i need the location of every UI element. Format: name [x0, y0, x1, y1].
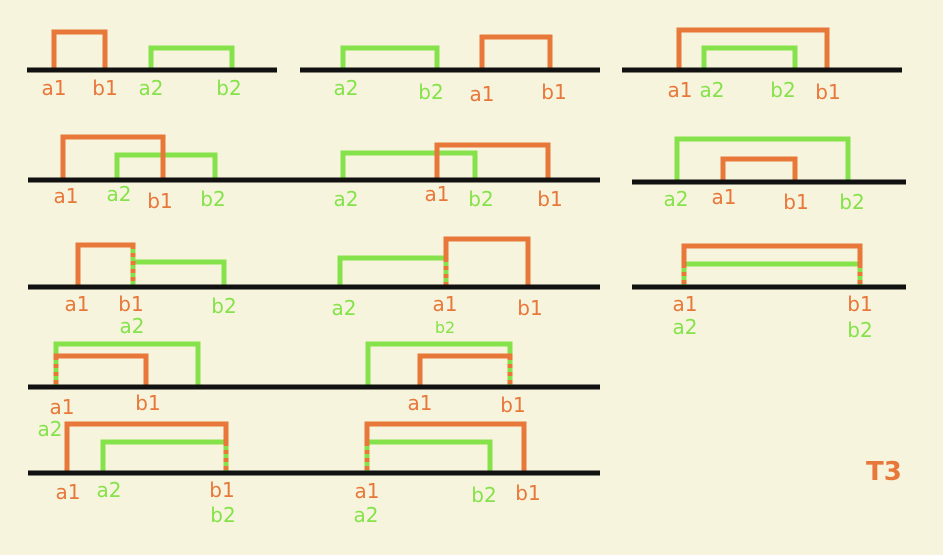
label-a1: a1 — [55, 480, 81, 504]
label-b2: b2 — [471, 483, 497, 507]
label-a1: a1 — [672, 292, 698, 316]
label-b1: b1 — [500, 393, 526, 417]
interval-a2-b2 — [365, 341, 513, 387]
interval-a2-b2 — [53, 341, 201, 387]
label-a2: a2 — [119, 314, 145, 338]
label-b2: b2 — [847, 318, 873, 342]
label-b1: b1 — [541, 80, 567, 104]
interval-a2-b2 — [148, 45, 235, 70]
label-b1: b1 — [209, 478, 235, 502]
figure-tag: T3 — [866, 457, 902, 487]
label-a1: a1 — [424, 182, 450, 206]
interval-a1-b1 — [417, 353, 513, 387]
interval-a1-b1 — [75, 242, 136, 287]
label-a1: a1 — [53, 184, 79, 208]
label-b2: b2 — [210, 503, 236, 527]
label-b1: b1 — [147, 189, 173, 213]
interval-a2-b2 — [681, 261, 863, 287]
label-b1: b1 — [135, 391, 161, 415]
interval-a1-b1 — [60, 134, 166, 180]
label-b2: b2 — [216, 76, 242, 100]
label-b2: b2 — [770, 78, 796, 102]
label-a2: a2 — [106, 182, 132, 206]
label-b2: b2 — [418, 80, 444, 104]
label-a1: a1 — [41, 76, 67, 100]
label-a2: a2 — [333, 76, 359, 100]
label-a1: a1 — [711, 185, 737, 209]
interval-a1-b1 — [720, 156, 798, 182]
label-b1: b1 — [517, 296, 543, 320]
interval-a2-b2 — [130, 259, 227, 287]
label-b1: b1 — [515, 481, 541, 505]
label-a1: a1 — [667, 78, 693, 102]
label-a2: a2 — [96, 478, 122, 502]
label-b2: b2 — [468, 187, 494, 211]
interval-a2-b2 — [340, 150, 478, 180]
label-a2: a2 — [672, 315, 698, 339]
label-b1: b1 — [537, 187, 563, 211]
label-a2: a2 — [699, 78, 725, 102]
label-a2: a2 — [333, 187, 359, 211]
label-a1: a1 — [432, 292, 458, 316]
interval-a2-b2 — [337, 255, 449, 287]
interval-a1-b1 — [51, 29, 108, 70]
label-a2: a2 — [138, 76, 164, 100]
label-b2: b2 — [434, 318, 456, 337]
interval-a1-b1 — [479, 34, 553, 70]
label-a2: a2 — [37, 417, 63, 441]
interval-a1-b1 — [434, 142, 551, 180]
label-b1: b1 — [783, 190, 809, 214]
label-a1: a1 — [469, 82, 495, 106]
interval-a1-b1 — [364, 421, 527, 473]
label-a2: a2 — [353, 503, 379, 527]
interval-a2-b2 — [701, 45, 798, 70]
label-b2: b2 — [211, 294, 237, 318]
interval-a2-b2 — [340, 45, 440, 70]
interval-a1-b1 — [676, 27, 830, 70]
label-a1: a1 — [64, 292, 90, 316]
label-a1: a1 — [354, 479, 380, 503]
label-a1: a1 — [49, 395, 75, 419]
label-b2: b2 — [200, 187, 226, 211]
interval-a1-b1 — [53, 353, 149, 387]
interval-a2-b2 — [674, 136, 851, 182]
label-b1: b1 — [118, 292, 144, 316]
interval-a2-b2 — [100, 439, 229, 473]
interval-a1-b1 — [443, 236, 531, 287]
label-b1: b1 — [815, 80, 841, 104]
interval-a2-b2 — [114, 152, 218, 180]
interval-a1-b1 — [64, 421, 229, 473]
label-b2: b2 — [839, 190, 865, 214]
label-b1: b1 — [847, 292, 873, 316]
label-a2: a2 — [663, 187, 689, 211]
interval-a2-b2 — [364, 439, 493, 473]
label-a1: a1 — [407, 391, 433, 415]
label-a2: a2 — [331, 296, 357, 320]
label-b1: b1 — [92, 76, 118, 100]
